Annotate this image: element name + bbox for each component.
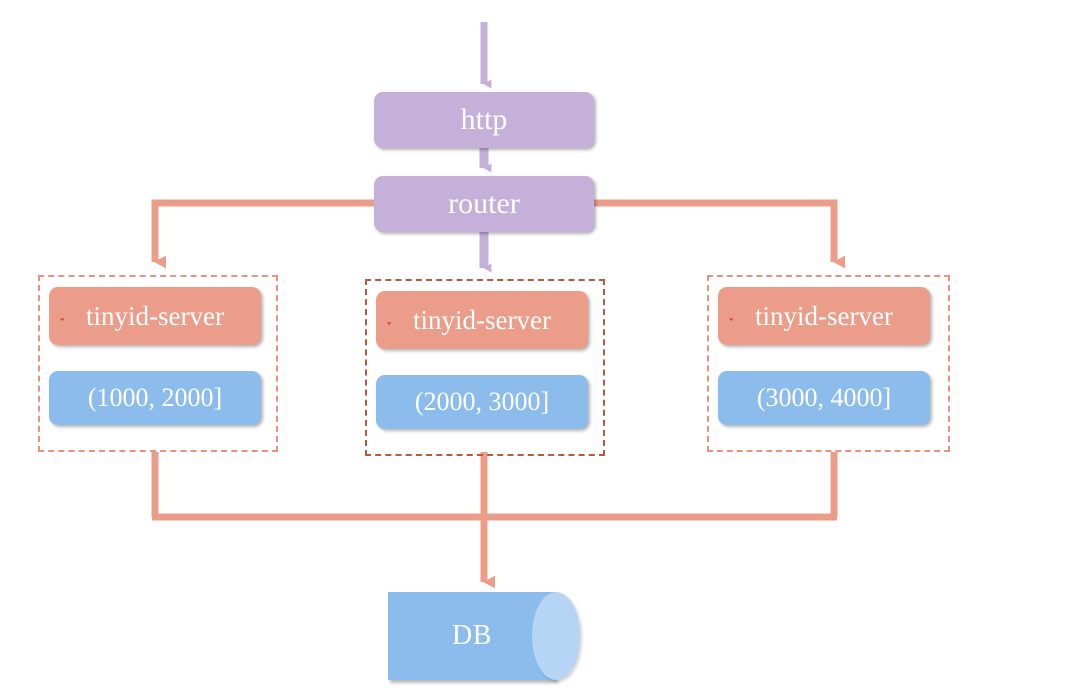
server-range-label-3: (3000, 4000] <box>756 383 892 412</box>
server-group-1: tinyid-server ˇ (1000, 2000] <box>38 275 278 452</box>
edge-router-to-server-1 <box>151 199 374 269</box>
server-group-3: tinyid-server ˇ (3000, 4000] <box>707 275 950 452</box>
edge-router-to-server-3 <box>594 199 846 269</box>
db-label: DB <box>452 620 492 651</box>
db-cylinder-body <box>388 592 556 680</box>
server-name-label-1: tinyid-server <box>86 300 224 331</box>
database-node[interactable]: DB <box>388 592 580 680</box>
server-range-label-1: (1000, 2000] <box>87 383 223 412</box>
server-name-box-3[interactable]: tinyid-server <box>718 287 930 345</box>
router-node[interactable]: router <box>374 176 594 232</box>
server-name-box-1[interactable]: tinyid-server <box>49 287 261 345</box>
server-range-label-2: (2000, 3000] <box>414 387 550 416</box>
server-range-box-3[interactable]: (3000, 4000] <box>718 371 930 425</box>
server-group-2: tinyid-server ˇ (2000, 3000] <box>365 279 605 456</box>
server-name-label-3: tinyid-server <box>755 300 893 331</box>
server-name-label-2: tinyid-server <box>413 304 551 335</box>
server-range-box-2[interactable]: (2000, 3000] <box>376 375 588 429</box>
http-node[interactable]: http <box>374 92 594 148</box>
db-cylinder-cap <box>532 592 580 680</box>
server-name-box-2[interactable]: tinyid-server <box>376 291 588 349</box>
server-range-box-1[interactable]: (1000, 2000] <box>49 371 261 425</box>
